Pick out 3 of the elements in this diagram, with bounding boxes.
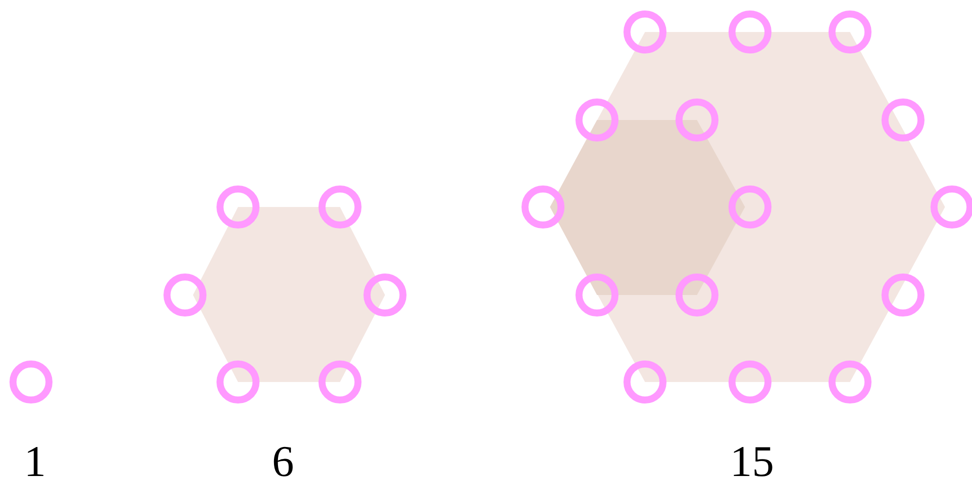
- count-label: 6: [272, 440, 294, 484]
- count-label: 1: [24, 440, 46, 484]
- count-label: 15: [730, 440, 774, 484]
